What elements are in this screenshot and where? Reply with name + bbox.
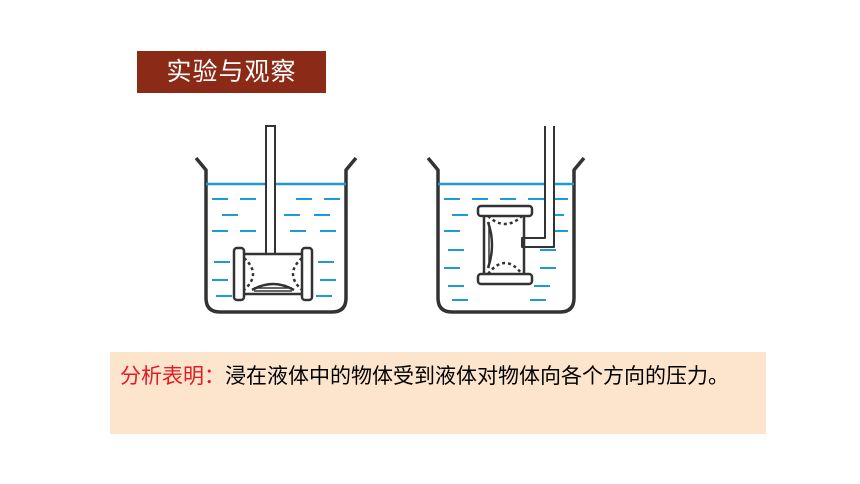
pressure-box-icon — [232, 246, 314, 302]
pressure-box-icon — [476, 204, 534, 286]
conclusion-lead: 分析表明： — [120, 364, 225, 388]
beaker-icon — [194, 125, 358, 314]
conclusion-panel: 分析表明：浸在液体中的物体受到液体对物体向各个方向的压力。 — [110, 352, 766, 434]
tube-icon — [265, 125, 276, 255]
page-title: 实验与观察 — [137, 51, 326, 93]
water-dashes — [444, 198, 568, 301]
water-dashes — [212, 198, 340, 297]
conclusion-text: 浸在液体中的物体受到液体对物体向各个方向的压力。 — [225, 364, 729, 388]
tube-icon — [521, 126, 555, 248]
beaker-icon — [426, 126, 586, 314]
